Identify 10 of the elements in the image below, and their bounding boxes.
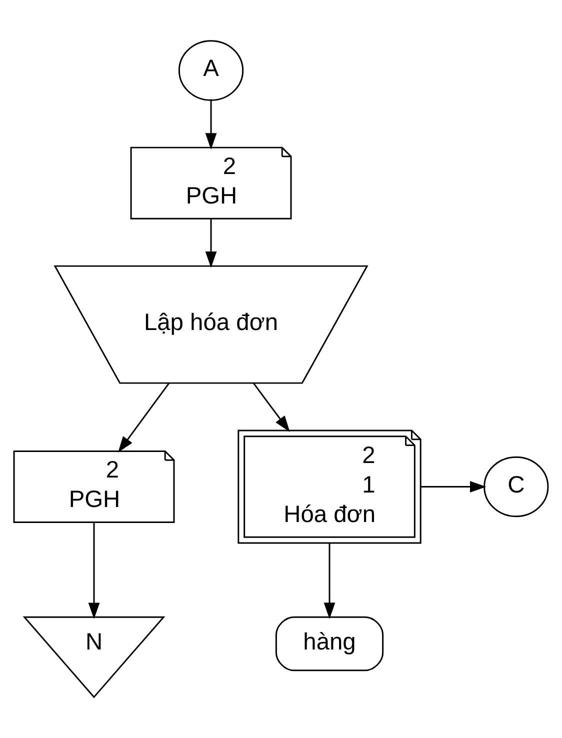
arrow xyxy=(252,382,290,432)
node-circle: A xyxy=(178,40,244,101)
arrow xyxy=(205,100,217,150)
arrow xyxy=(205,218,217,268)
arrow xyxy=(88,522,100,620)
arrow xyxy=(324,543,336,619)
node-box: hàng xyxy=(275,616,384,672)
node-circle: C xyxy=(484,456,549,518)
arrow xyxy=(420,481,486,492)
arrow xyxy=(118,382,170,453)
